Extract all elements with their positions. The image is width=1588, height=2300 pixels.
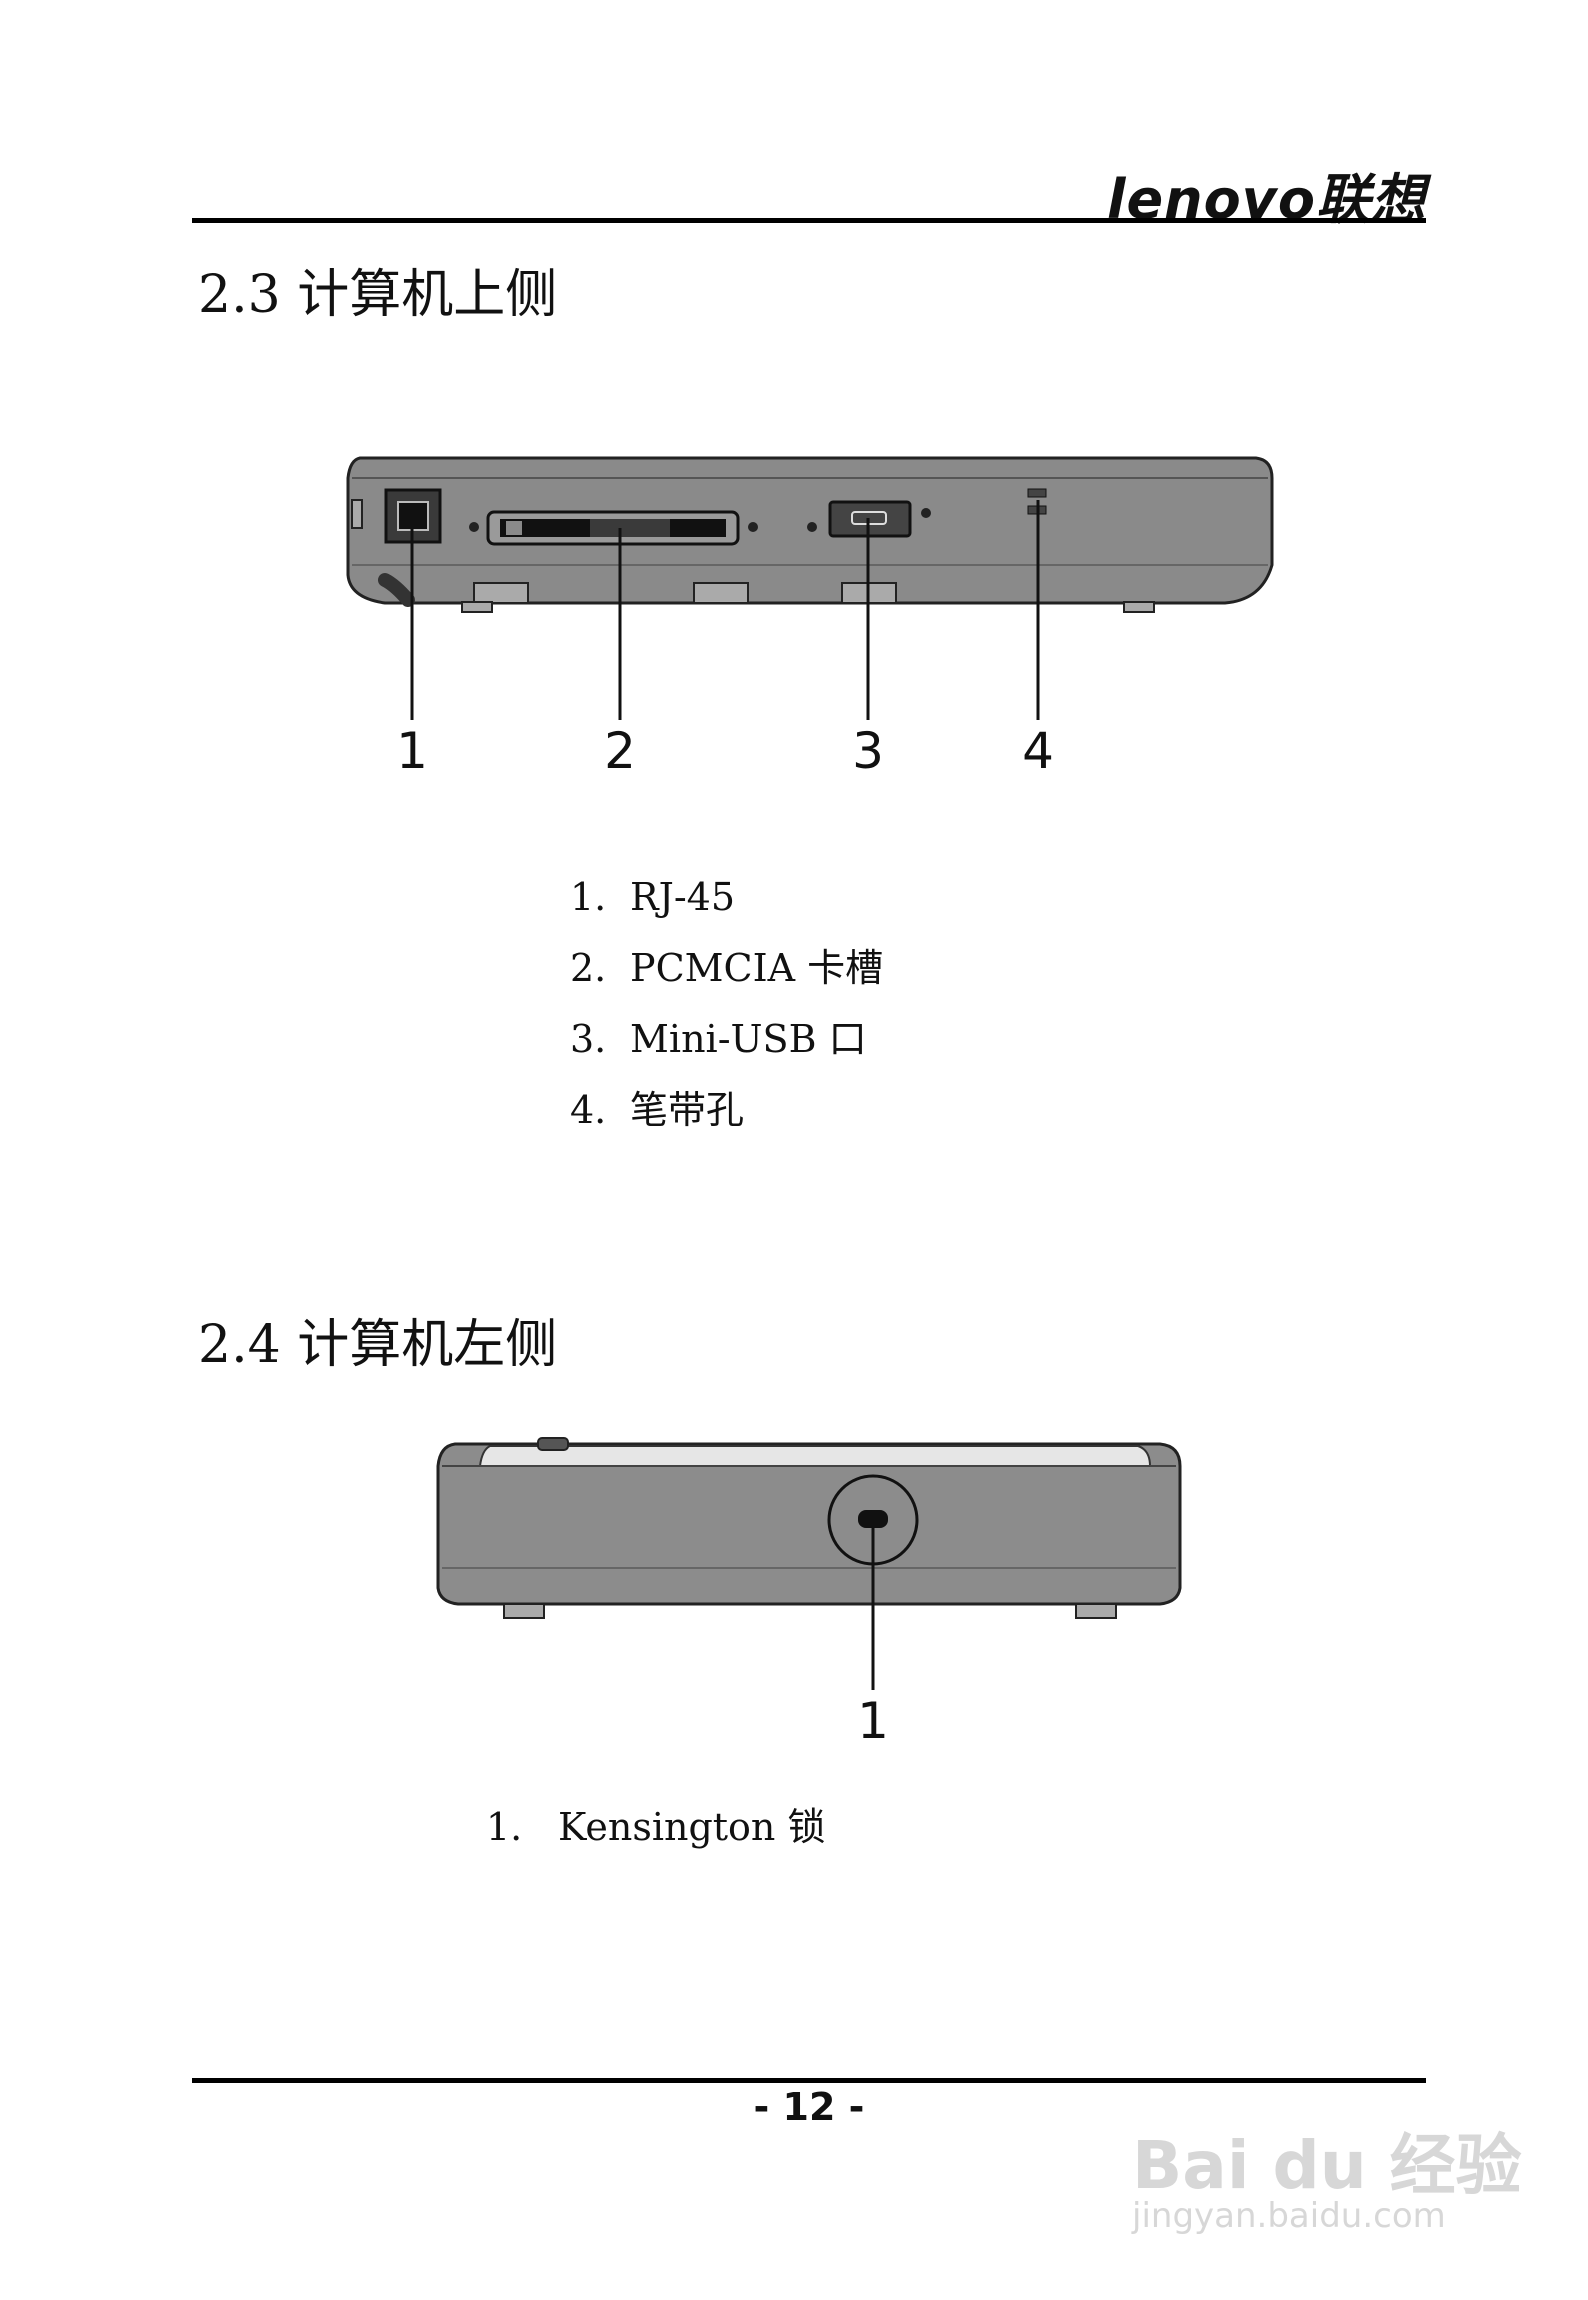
baidu-watermark-url: jingyan.baidu.com	[1132, 2196, 1446, 2236]
legend-item: 4. 笔带孔	[570, 1075, 883, 1146]
callout-2-top: 2	[604, 722, 636, 780]
legend-item-label: Mini-USB 口	[630, 1017, 867, 1061]
legend-item-number: 1.	[486, 1805, 523, 1849]
legend-item: 1. Kensington 锁	[486, 1792, 826, 1863]
footer-rule	[192, 2078, 1426, 2083]
legend-item-number: 3.	[570, 1017, 607, 1061]
left-side-legend: 1. Kensington 锁	[486, 1792, 826, 1863]
legend-item: 2. PCMCIA 卡槽	[570, 933, 883, 1004]
legend-item-label: 笔带孔	[630, 1088, 745, 1132]
legend-item-number: 2.	[570, 946, 607, 990]
legend-item-label: RJ-45	[630, 875, 736, 919]
legend-item: 1. RJ-45	[570, 862, 883, 933]
page-number: - 12 -	[753, 2085, 865, 2129]
legend-item-number: 1.	[570, 875, 607, 919]
callout-3-top: 3	[852, 722, 884, 780]
top-side-illustration	[346, 456, 1274, 720]
legend-item-label: Kensington 锁	[558, 1805, 826, 1849]
left-side-illustration	[436, 1437, 1182, 1690]
section-heading-top: 2.3 计算机上侧	[198, 265, 558, 325]
legend-item-number: 4.	[570, 1088, 607, 1132]
legend-item: 3. Mini-USB 口	[570, 1004, 883, 1075]
callout-1-top: 1	[396, 722, 428, 780]
header-rule	[192, 218, 1426, 223]
callout-4-top: 4	[1022, 722, 1054, 780]
top-side-legend: 1. RJ-45 2. PCMCIA 卡槽 3. Mini-USB 口 4. 笔带孔	[570, 862, 883, 1146]
section-heading-left: 2.4 计算机左侧	[198, 1315, 558, 1375]
callout-1-left: 1	[857, 1692, 889, 1750]
legend-item-label: PCMCIA 卡槽	[630, 946, 884, 990]
baidu-watermark-logo: Bai du 经验	[1132, 2127, 1522, 2204]
